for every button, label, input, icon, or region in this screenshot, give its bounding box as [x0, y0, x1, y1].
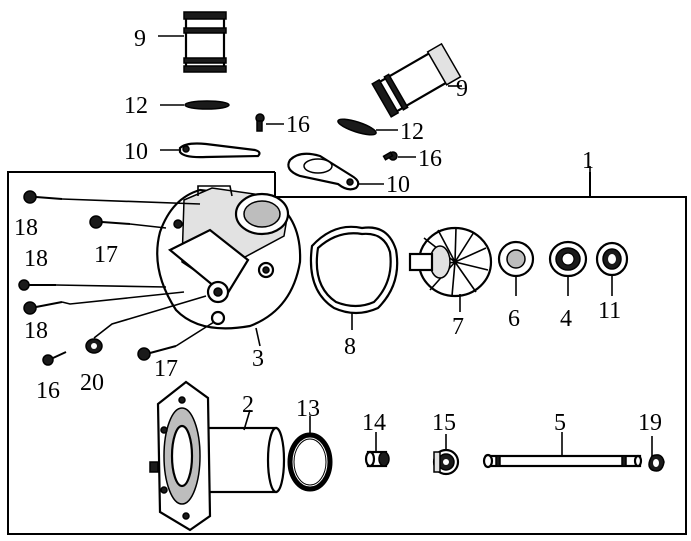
callout-8: 8: [344, 334, 356, 360]
part-19-circlip: [648, 454, 665, 472]
callout-9b: 9: [456, 76, 468, 102]
part-14-bushing: [364, 450, 390, 468]
part-17-bolt-upper: [89, 215, 131, 229]
leader-3: [255, 327, 261, 347]
callout-labels: 9 9 12 12 16 16 10 10 1 18 17 18 18 3 8 …: [14, 26, 662, 436]
callout-14: 14: [362, 410, 386, 436]
part-5-pump-shaft: [482, 453, 643, 469]
part-11-oil-seal: [595, 241, 629, 277]
callout-10a: 10: [124, 139, 148, 165]
part-17-bolt-lower: [137, 345, 177, 361]
part-8-gasket-inner: [315, 232, 392, 308]
callout-19: 19: [638, 410, 662, 436]
callout-18c: 18: [24, 318, 48, 344]
callout-16b: 16: [418, 146, 442, 172]
callout-17b: 17: [154, 356, 178, 382]
part-13-oring: [287, 432, 333, 492]
callout-2: 2: [242, 392, 254, 418]
part-3-pump-housing: [156, 185, 302, 330]
part-9-pipe-angled: [371, 42, 462, 118]
part-18-bolt-2: [18, 279, 56, 291]
callout-5: 5: [554, 410, 566, 436]
callout-18b: 18: [24, 246, 48, 272]
part-15-bearing: [432, 448, 460, 476]
callout-11: 11: [598, 298, 621, 324]
callout-20: 20: [80, 370, 104, 396]
callout-16a: 16: [286, 112, 310, 138]
callout-4: 4: [560, 306, 572, 332]
callout-10b: 10: [386, 172, 410, 198]
part-2-pump-cover: [149, 380, 286, 532]
callout-1: 1: [582, 148, 594, 174]
leader-17b: [175, 321, 215, 347]
part-12-oring-left: [184, 100, 230, 110]
part-20-washer: [85, 338, 103, 354]
part-16-bolt-left: [42, 351, 67, 366]
leader-18b: [55, 284, 167, 288]
callout-9a: 9: [134, 26, 146, 52]
part-18-bolt-1: [23, 190, 63, 204]
leader-20: [93, 295, 207, 339]
part-4-bearing: [548, 240, 588, 278]
part-9-pipe-upper: [183, 11, 227, 73]
callout-3: 3: [252, 346, 264, 372]
callout-17a: 17: [94, 242, 118, 268]
part-7-impeller: [408, 226, 493, 298]
part-6-seal-ring: [497, 240, 535, 278]
part-18-bolt-3: [23, 301, 63, 315]
callout-7: 7: [452, 314, 464, 340]
callout-12b: 12: [400, 119, 424, 145]
part-10-flange-right: [287, 152, 360, 191]
callout-13: 13: [296, 396, 320, 422]
callout-12a: 12: [124, 93, 148, 119]
part-16-bolt-top: [255, 113, 265, 132]
part-16-bolt-right: [382, 151, 398, 161]
leader-18c: [61, 291, 185, 305]
part-12-oring-right: [337, 118, 377, 136]
callout-16c: 16: [36, 378, 60, 404]
callout-18a: 18: [14, 215, 38, 241]
leader-18a: [61, 198, 201, 205]
leader-17a: [129, 223, 167, 229]
leader-2: [243, 409, 251, 431]
callout-15: 15: [432, 410, 456, 436]
callout-6: 6: [508, 306, 520, 332]
part-10-flange-left: [178, 142, 261, 159]
